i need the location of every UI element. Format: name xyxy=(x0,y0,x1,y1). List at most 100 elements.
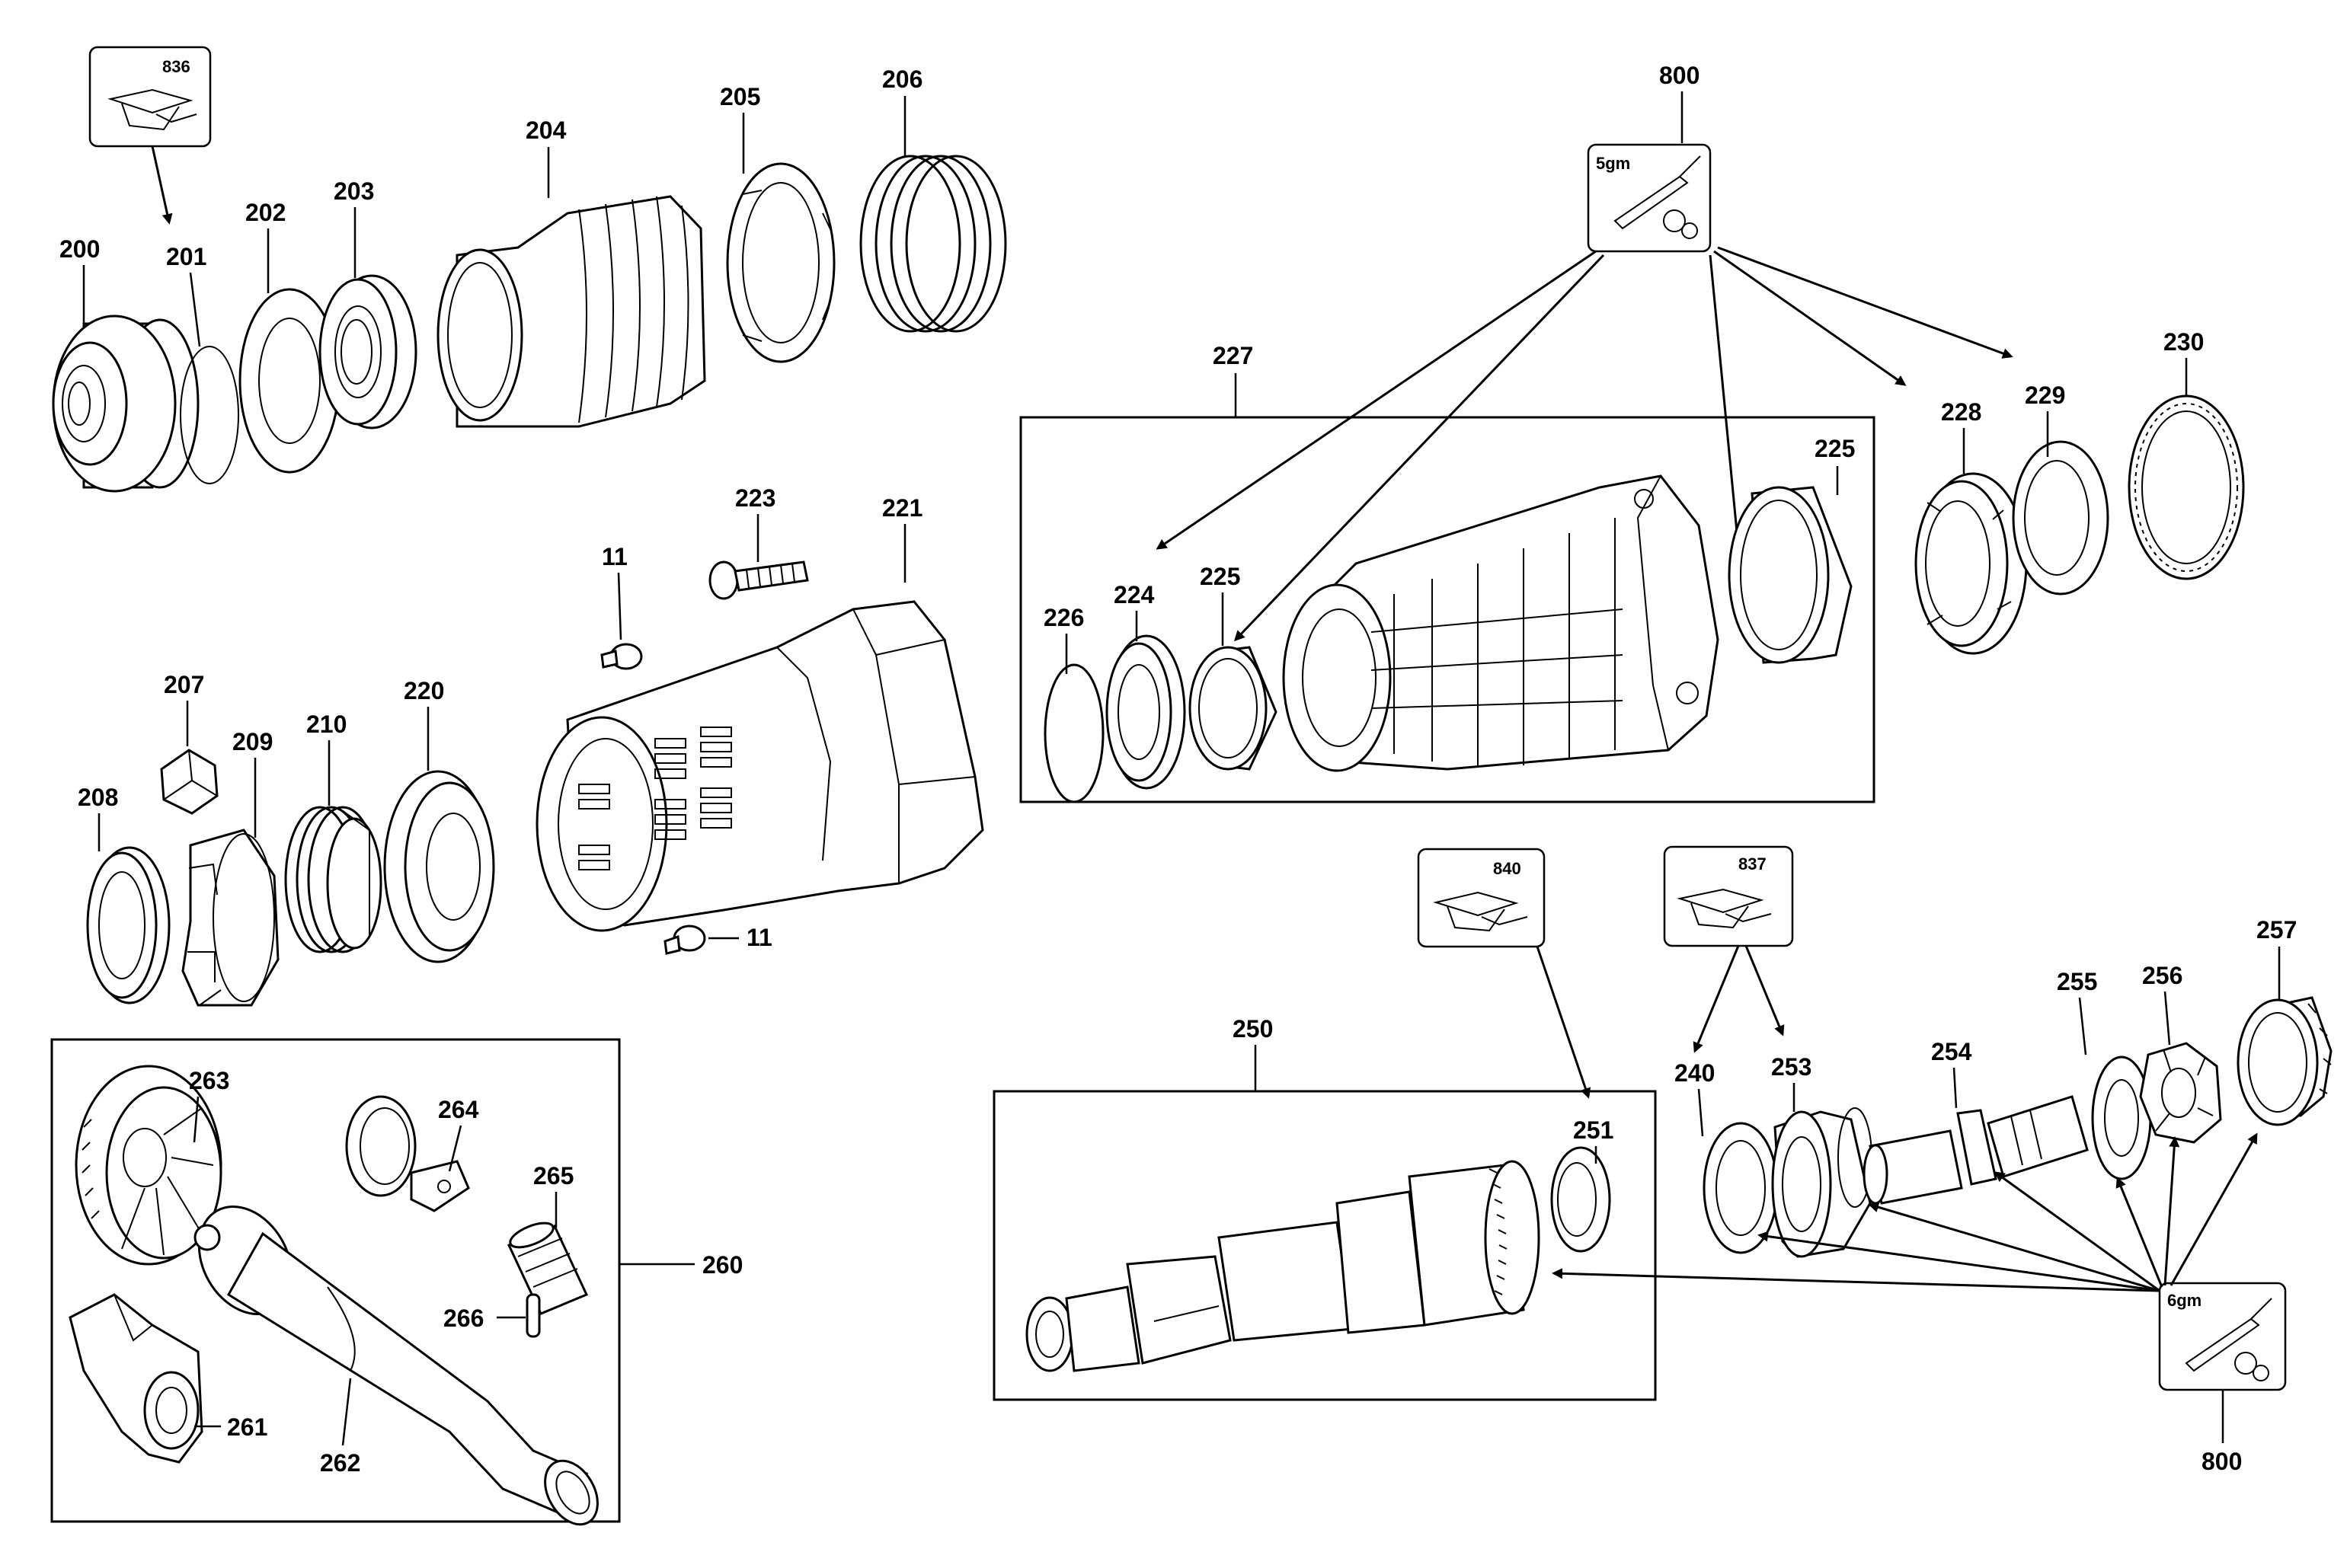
label-250: 250 xyxy=(1233,1015,1273,1043)
label-256: 256 xyxy=(2142,962,2182,989)
part-230 xyxy=(2128,394,2245,580)
part-262 xyxy=(193,1205,599,1526)
label-201: 201 xyxy=(166,243,206,270)
label-221: 221 xyxy=(882,494,922,522)
group-box-227 xyxy=(1019,416,1875,803)
leader-line xyxy=(1697,1088,1704,1137)
part-224 xyxy=(1105,634,1186,790)
arrow-icon xyxy=(1713,250,1907,386)
part-229 xyxy=(2012,440,2109,596)
part-254 xyxy=(1863,1095,2089,1205)
part-226 xyxy=(1044,663,1105,803)
label-204: 204 xyxy=(526,117,567,144)
arrow-icon xyxy=(1868,1202,2160,1292)
label-800-bottom: 800 xyxy=(2202,1448,2242,1475)
kit-836-label: 836 xyxy=(162,57,190,76)
arrow-icon xyxy=(2115,1177,2163,1288)
part-228 xyxy=(1914,472,2028,655)
label-224: 224 xyxy=(1114,581,1155,608)
label-209: 209 xyxy=(232,728,273,755)
part-208 xyxy=(86,846,171,1004)
kit-840-box[interactable]: 840 xyxy=(1417,848,1546,948)
arrow-icon xyxy=(1709,254,1745,573)
part-227-housing xyxy=(1282,474,1719,772)
label-262: 262 xyxy=(320,1449,360,1477)
label-266: 266 xyxy=(443,1305,484,1332)
part-264 xyxy=(345,1095,470,1212)
arrow-icon xyxy=(1693,945,1740,1053)
label-225-small: 225 xyxy=(1200,563,1240,590)
arrow-icon xyxy=(1717,246,2013,359)
kit-837-box[interactable]: 837 xyxy=(1663,845,1794,947)
label-800-top: 800 xyxy=(1659,62,1699,89)
arrow-icon xyxy=(1744,945,1785,1036)
part-202 xyxy=(238,288,341,474)
label-229: 229 xyxy=(2025,382,2065,409)
grease-gun-icon xyxy=(2185,1298,2272,1381)
part-225-large xyxy=(1728,486,1853,664)
label-205: 205 xyxy=(720,83,760,110)
label-264: 264 xyxy=(438,1096,479,1123)
label-202: 202 xyxy=(245,199,286,226)
kit-836-box[interactable]: 836 xyxy=(88,46,212,148)
label-200: 200 xyxy=(59,235,100,263)
part-251 xyxy=(1550,1146,1611,1253)
kit-840-label: 840 xyxy=(1493,859,1521,878)
part-265 xyxy=(507,1222,589,1315)
label-220: 220 xyxy=(404,677,444,704)
part-261 xyxy=(69,1293,203,1464)
part-255 xyxy=(2091,1055,2152,1180)
part-221 xyxy=(536,600,984,932)
label-226: 226 xyxy=(1044,604,1084,631)
label-225-large: 225 xyxy=(1815,435,1855,462)
grease-kit-800-top[interactable]: 5gm xyxy=(1587,143,1712,253)
label-206: 206 xyxy=(882,65,922,93)
leader-line xyxy=(341,1378,352,1446)
grease-amount-6gm: 6gm xyxy=(2167,1291,2202,1310)
part-266 xyxy=(526,1293,541,1338)
label-251: 251 xyxy=(1573,1116,1613,1144)
label-265: 265 xyxy=(533,1162,574,1190)
leader-line xyxy=(448,1125,462,1172)
service-kit-icon xyxy=(1677,888,1772,929)
service-kit-icon xyxy=(1433,891,1528,932)
label-255: 255 xyxy=(2057,968,2097,995)
part-220 xyxy=(383,770,495,963)
label-203: 203 xyxy=(334,177,374,205)
part-223 xyxy=(708,560,809,600)
part-205 xyxy=(726,162,836,363)
arrow-icon xyxy=(1757,1231,2160,1292)
arrow-icon xyxy=(2163,1136,2180,1286)
label-230: 230 xyxy=(2163,328,2204,356)
part-209 xyxy=(181,829,280,1007)
part-250-spindle xyxy=(1025,1160,1540,1372)
arrow-icon xyxy=(2170,1132,2258,1286)
label-240: 240 xyxy=(1674,1059,1715,1087)
arrow-icon xyxy=(1552,1268,2160,1292)
kit-837-label: 837 xyxy=(1738,854,1767,873)
label-223: 223 xyxy=(735,484,775,512)
label-228: 228 xyxy=(1941,398,1981,426)
part-203 xyxy=(318,274,417,430)
label-254: 254 xyxy=(1931,1038,1972,1065)
arrow-icon xyxy=(151,145,173,225)
label-210: 210 xyxy=(306,711,347,738)
arrow-icon xyxy=(1233,254,1605,642)
group-box-260 xyxy=(50,1038,621,1523)
part-210 xyxy=(284,806,382,953)
vent-slots xyxy=(578,727,732,870)
label-261: 261 xyxy=(227,1413,267,1441)
part-201 xyxy=(180,346,239,484)
grease-kit-800-bottom[interactable]: 6gm xyxy=(2158,1282,2287,1391)
part-256 xyxy=(2139,1042,2222,1144)
part-207 xyxy=(160,749,219,815)
part-200 xyxy=(52,315,200,493)
leader-line xyxy=(617,572,622,640)
arrow-icon xyxy=(1156,250,1597,550)
part-257 xyxy=(2237,996,2333,1126)
part-206 xyxy=(859,155,1007,333)
arrow-icon xyxy=(1994,1171,2160,1292)
label-11-lower: 11 xyxy=(747,924,772,951)
